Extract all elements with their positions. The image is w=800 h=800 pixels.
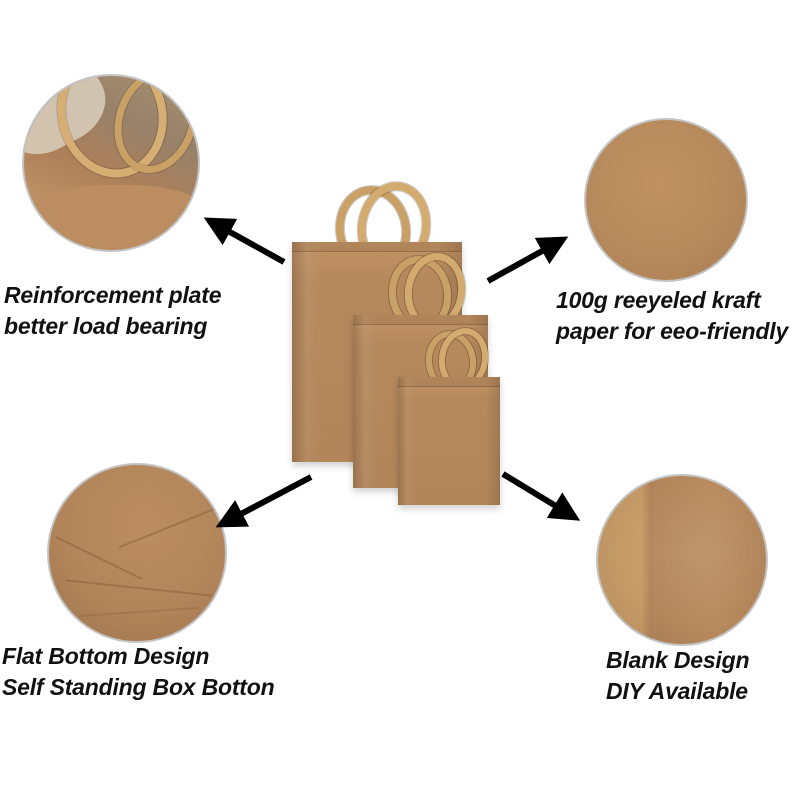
callout-blank-design: Blank Design DIY Available xyxy=(606,645,750,707)
callout-flat-bottom: Flat Bottom Design Self Standing Box Bot… xyxy=(2,641,275,703)
arrow-bottom-right xyxy=(501,471,581,521)
kraft-bag-small xyxy=(398,324,500,505)
bag-top-fold xyxy=(353,315,488,325)
fold-crease xyxy=(79,606,199,618)
inset-photo-flat-bottom xyxy=(47,463,227,643)
callout-line: Flat Bottom Design xyxy=(2,643,210,669)
inset-photo-bag-interior xyxy=(22,74,200,252)
callout-line: Blank Design xyxy=(606,647,750,673)
callout-line: Reinforcement plate xyxy=(4,282,222,308)
arrow-bottom-left xyxy=(215,474,313,528)
bag-top-fold xyxy=(292,242,462,252)
fold-crease xyxy=(65,579,213,597)
callout-reinforcement: Reinforcement plate better load bearing xyxy=(4,280,222,342)
callout-line: better load bearing xyxy=(4,313,208,339)
callout-line: paper for eeo-friendly xyxy=(556,318,789,344)
callout-line: DIY Available xyxy=(606,678,748,704)
bag-top-fold xyxy=(398,377,500,387)
inset-shading xyxy=(598,476,766,644)
bag-rim xyxy=(24,185,198,250)
inset-photo-blank-side xyxy=(596,474,768,646)
arrow-top-right xyxy=(486,236,569,284)
callout-line: 100g reeyeled kraft xyxy=(556,287,761,313)
arrow-top-left xyxy=(203,217,286,265)
fold-crease xyxy=(118,507,216,549)
bag-body xyxy=(398,377,500,505)
inset-photo-kraft-texture xyxy=(584,118,748,282)
callout-line: Self Standing Box Botton xyxy=(2,674,275,700)
callout-recycled-kraft: 100g reeyeled kraft paper for eeo-friend… xyxy=(556,285,788,347)
